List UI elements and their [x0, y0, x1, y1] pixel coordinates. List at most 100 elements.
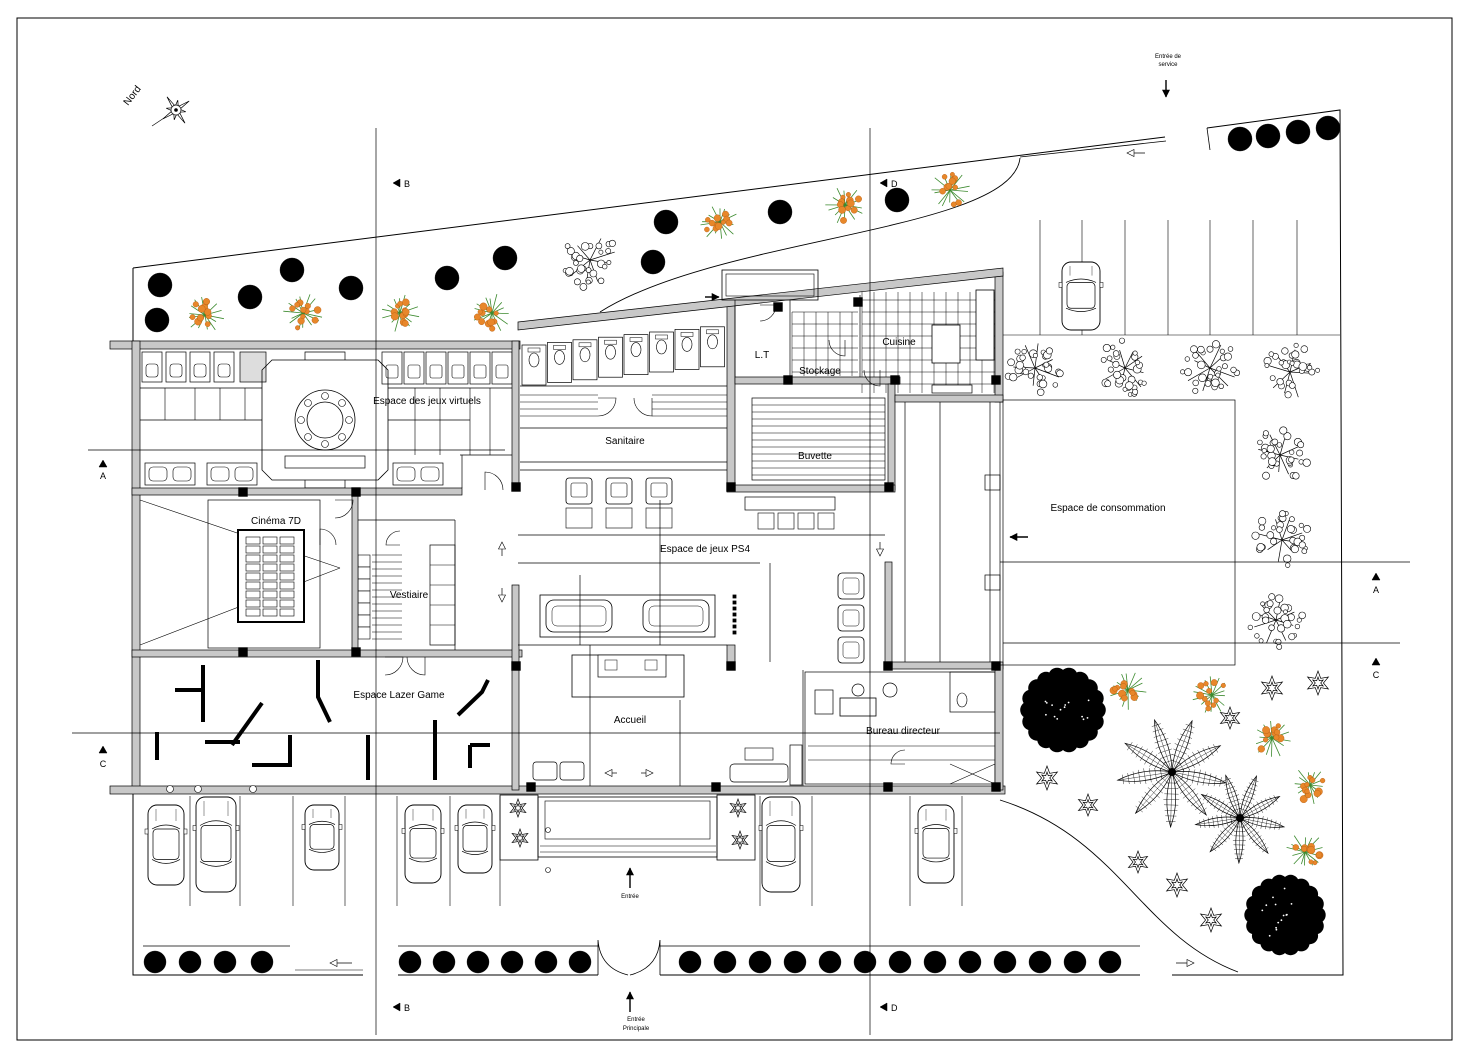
car-rear-window — [921, 857, 951, 863]
palm-leaflet — [1225, 790, 1237, 795]
shrub-flower — [313, 306, 322, 314]
dark-shrub — [178, 950, 202, 974]
tree-leaf-cluster — [1273, 606, 1282, 615]
toilet-bowl — [681, 337, 693, 352]
tree-leaf-cluster — [1254, 633, 1260, 639]
tree-leaf-cluster — [1107, 366, 1114, 373]
structural-column — [883, 661, 893, 671]
structural-column — [991, 782, 1001, 792]
palm-leaflet — [1192, 751, 1201, 766]
tree-leaf-cluster — [1141, 380, 1147, 386]
palm-leaflet — [1249, 806, 1255, 817]
palm-leaflet — [1138, 769, 1141, 784]
main-entrance-label-line1: Entrée — [627, 1017, 645, 1023]
tree-leaf-cluster — [1043, 361, 1050, 368]
bar-stool — [757, 512, 775, 530]
ground-flower — [1077, 792, 1099, 818]
ground-flower — [509, 797, 527, 819]
palm-leaflet — [1206, 795, 1212, 804]
shrub-flower — [1304, 782, 1310, 788]
palm-leaflet — [1242, 794, 1255, 800]
tree-canopy-highlight — [1067, 701, 1070, 704]
shrub-flower — [715, 222, 723, 230]
tree-branch — [577, 245, 591, 261]
wall — [511, 340, 520, 492]
palm-leaflet — [1127, 741, 1133, 751]
tree-canopy-highlight — [1290, 903, 1293, 905]
tree-leaf-cluster — [1298, 522, 1304, 528]
shrub-stem — [288, 302, 304, 314]
car-rear-window — [461, 850, 489, 855]
shrub-stem — [491, 293, 498, 314]
tree-canopy-highlight — [1285, 914, 1288, 916]
room-label-storage: Stockage — [799, 366, 841, 377]
office-chair — [882, 682, 898, 698]
shrub-stem — [491, 302, 503, 314]
dark-shrub — [713, 950, 737, 974]
shrub-stem — [190, 305, 206, 316]
palm-leaflet — [1212, 841, 1220, 849]
shrub-flower — [486, 306, 493, 313]
tree-canopy-highlight — [1059, 708, 1062, 711]
facade-bollard — [194, 785, 202, 793]
palm-leaflet — [1135, 746, 1143, 758]
lobby-table — [744, 747, 774, 761]
guide-dot — [732, 594, 737, 599]
palm-leaflet — [1217, 834, 1227, 843]
palm-leaflet — [1144, 750, 1153, 765]
cinema-seat — [262, 554, 278, 563]
armchair-seat — [842, 641, 860, 659]
laser-game-obstacle — [230, 701, 264, 747]
dark-shrub — [237, 284, 263, 310]
shrub-stem — [1309, 784, 1315, 804]
office-toilet — [956, 692, 968, 708]
ground-flower — [1219, 705, 1241, 731]
tree-leaf-cluster — [576, 254, 584, 262]
tree-leaf-cluster — [585, 279, 591, 285]
shrub-flower — [1203, 681, 1209, 687]
shrub-flower — [192, 301, 199, 308]
structural-column — [991, 375, 1001, 385]
tree-leaf-cluster — [1247, 624, 1253, 631]
vr-seat — [473, 364, 487, 379]
tree-leaf-cluster — [1192, 387, 1199, 394]
section-marker-a-left: A — [100, 471, 106, 481]
palm-leaflet — [1159, 761, 1166, 772]
tree-canopy-highlight — [1087, 699, 1090, 702]
tree-leaf-cluster — [1268, 624, 1275, 631]
structural-column — [351, 647, 361, 657]
palm-leaflet — [1187, 755, 1195, 768]
door-lt — [759, 304, 777, 322]
flowering-shrub — [473, 293, 509, 332]
vr-platform-seat — [304, 399, 312, 407]
shrub-flower — [1121, 694, 1128, 702]
tree-leaf-cluster — [1276, 644, 1283, 650]
tree-canopy-highlight — [1063, 706, 1066, 709]
tree-leaf-cluster — [1289, 449, 1295, 455]
dark-shrub — [783, 950, 807, 974]
flowering-shrub — [1192, 676, 1226, 713]
shrub-stem — [1125, 673, 1129, 691]
palm-leaflet — [1213, 798, 1221, 810]
tree-leaf-cluster — [1266, 531, 1275, 539]
shrub-flower — [838, 206, 846, 214]
cinema-seat — [279, 545, 295, 554]
palm-leaflet — [1191, 769, 1196, 784]
service-entrance-label-line2: service — [1158, 62, 1178, 68]
shrub-flower — [390, 312, 399, 321]
door-virtual-games — [484, 471, 504, 491]
shrub-flower — [1220, 683, 1226, 689]
vr-seat — [451, 364, 465, 379]
car-windshield — [408, 824, 438, 829]
tree-leaf-cluster — [1287, 525, 1295, 533]
toilet-tank — [578, 342, 592, 348]
east-lane-arrow-head — [1186, 959, 1195, 967]
car-roof — [922, 828, 950, 859]
tree-leaf-cluster — [1258, 638, 1264, 644]
shrub-stem — [1265, 737, 1273, 755]
tree-leaf-cluster — [1268, 351, 1275, 357]
lobby-sofa — [729, 763, 789, 783]
car-mirror — [144, 828, 149, 835]
shrub-flower — [401, 319, 409, 327]
palm-leaflet — [1226, 794, 1240, 799]
